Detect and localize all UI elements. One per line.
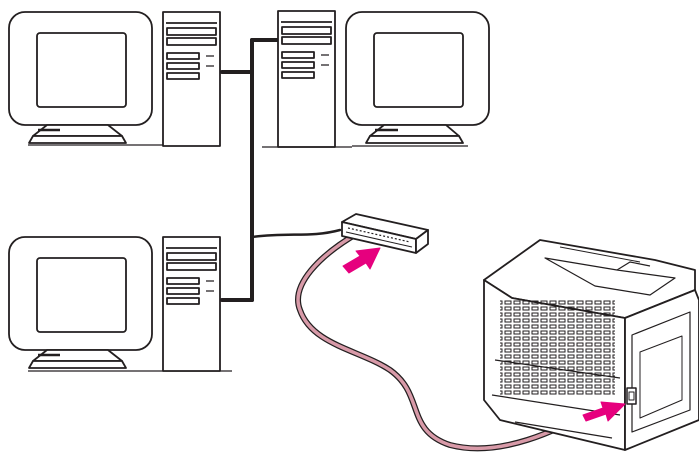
hub-link bbox=[252, 230, 340, 237]
tower-icon bbox=[163, 12, 220, 146]
arrow-icon bbox=[343, 248, 380, 273]
workstation-top-left bbox=[9, 12, 220, 146]
hub-port-arrow bbox=[343, 248, 380, 273]
tower-icon bbox=[163, 237, 220, 371]
tower-icon bbox=[262, 11, 352, 147]
monitor-icon bbox=[346, 12, 489, 146]
workstation-bottom-left bbox=[9, 237, 232, 371]
workstation-top-right bbox=[262, 11, 489, 147]
network-hub-icon bbox=[342, 214, 428, 253]
